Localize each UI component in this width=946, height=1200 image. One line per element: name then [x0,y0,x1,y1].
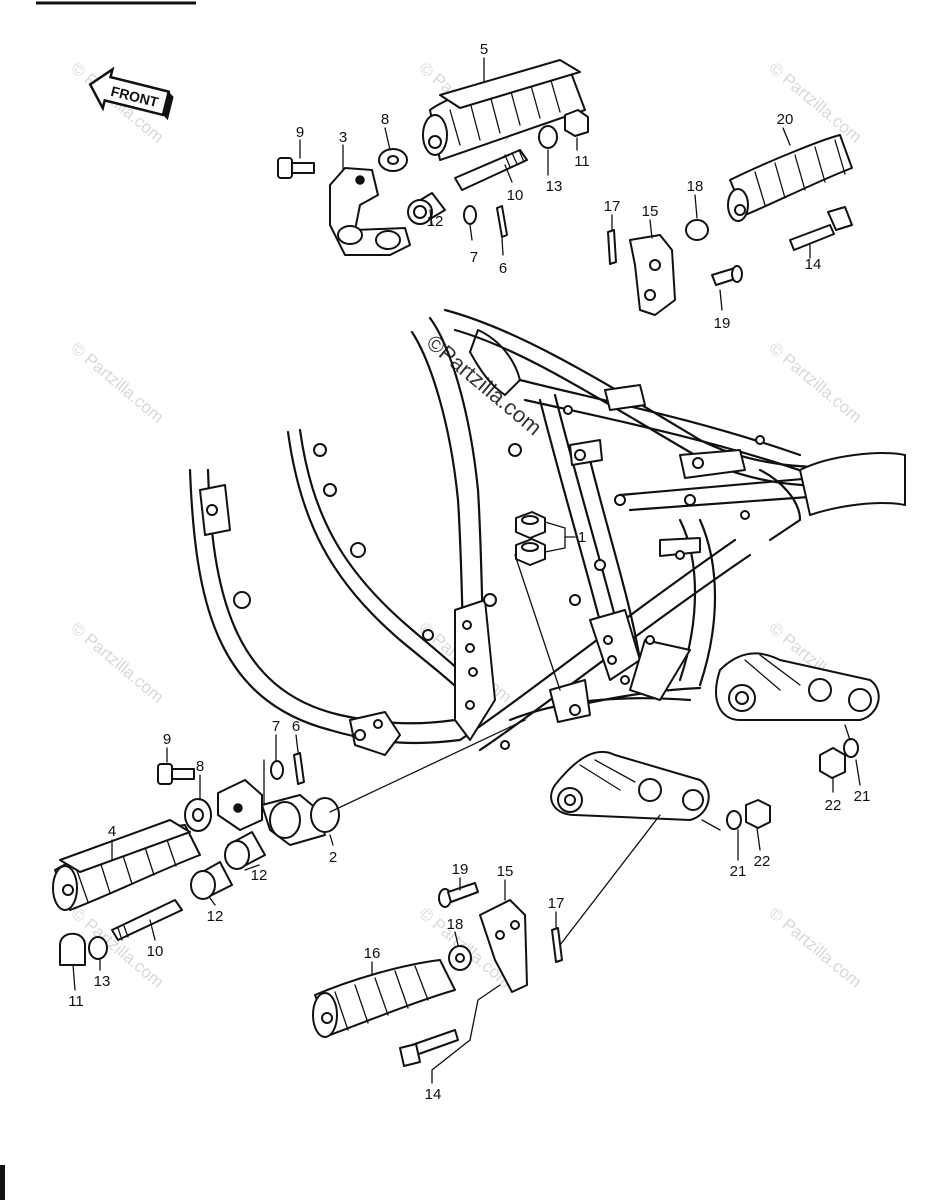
callout-label: 14 [805,256,822,273]
watermark: © Partzilla.com [67,619,167,707]
rear-left-footrest-assembly [312,652,880,1067]
callout-label: 18 [687,178,704,195]
callout-label: 8 [196,758,204,775]
bolt-14-bottom [399,1029,459,1067]
bushing-12-bottom-b [190,861,233,900]
watermark: © Partzilla.com [765,59,865,147]
callout-label: 1 [578,529,586,546]
footrest-plate-left [550,750,710,821]
nut-11-top [564,109,589,137]
callout-label: 15 [642,203,659,220]
callout-label: 12 [427,213,444,230]
bushing-12-top [407,192,446,225]
callout-label: 12 [251,867,268,884]
front-left-footrest-assembly [52,752,340,966]
callout-label: 17 [548,895,565,912]
bushing-12-bottom-a [224,831,266,870]
callout-label: 6 [499,260,507,277]
callout-label: 15 [497,863,514,880]
washer-7-top [463,205,477,225]
washer-21-a [843,738,859,758]
pivot-pin-10-bottom [111,899,183,941]
footrest-bracket-2 [217,779,340,846]
washer-13-top [538,125,558,149]
callout-labels: 5 9 3 8 11 10 13 12 7 6 20 17 15 18 14 1… [68,41,870,1103]
nut-22-a [819,747,846,779]
callout-label: 9 [163,731,171,748]
bolt-14-top [789,206,853,251]
callout-label: 17 [604,198,621,215]
pivot-pin-10-top [454,149,528,191]
motorcycle-frame [188,308,907,756]
callout-label: 21 [730,863,747,880]
callout-label: 10 [147,943,164,960]
nut-22-b [745,799,771,829]
callout-label: 4 [108,823,116,840]
footpeg-16 [312,959,456,1038]
washer-13-bottom [88,936,108,960]
callout-label: 7 [470,249,478,266]
callout-label: 11 [574,153,590,170]
acorn-nut-11-bottom [59,932,86,966]
washer-7-bottom [270,760,284,780]
rear-right-footrest-assembly [607,134,853,316]
watermark: © Partzilla.com [67,339,167,427]
callout-label: 9 [296,124,304,141]
footrest-bracket-3 [329,167,411,256]
callout-label: 20 [777,111,794,128]
leader-lines [72,57,861,1084]
bolt-9-bottom [157,763,195,785]
callout-label: 8 [381,111,389,128]
watermark: © Partzilla.com [765,904,865,992]
callout-label: 10 [507,187,524,204]
page-edge-mark [0,1165,5,1200]
callout-label: 3 [339,129,347,146]
cotter-pin-17-bottom [551,927,563,963]
callout-label: 19 [714,315,731,332]
washer-18-top [685,219,709,241]
callout-label: 14 [425,1086,442,1103]
watermark: © Partzilla.com [765,339,865,427]
washer-8-top [378,148,408,172]
front-right-footrest-assembly [277,59,589,256]
callout-label: 21 [854,788,871,805]
clevis-pin-19-bottom [438,882,479,908]
callout-label: 7 [272,718,280,735]
footpeg-20 [727,134,853,222]
cotter-pin-6-bottom [293,752,305,785]
washer-21-b [726,810,742,830]
bracket-15-bottom [479,899,528,993]
clevis-pin-19-top [711,265,743,286]
callout-label: 22 [825,797,842,814]
callout-label: 6 [292,718,300,735]
callout-label: 22 [754,853,771,870]
callout-label: 13 [546,178,563,195]
footrest-plate-right [715,652,880,721]
bracket-15-top [629,234,676,316]
callout-label: 2 [329,849,337,866]
callout-label: 13 [94,973,111,990]
frame-nuts [515,511,546,566]
footpeg-4 [52,819,201,911]
callout-label: 11 [68,993,84,1010]
callout-label: 19 [452,861,469,878]
callout-label: 12 [207,908,224,925]
cotter-pin-17-top [607,229,617,265]
callout-label: 16 [364,945,381,962]
callout-label: 18 [447,916,464,933]
callout-label: 5 [480,41,488,58]
bolt-9-top [277,157,315,179]
footpeg-5 [422,59,586,161]
cotter-pin-6-top [496,205,508,238]
